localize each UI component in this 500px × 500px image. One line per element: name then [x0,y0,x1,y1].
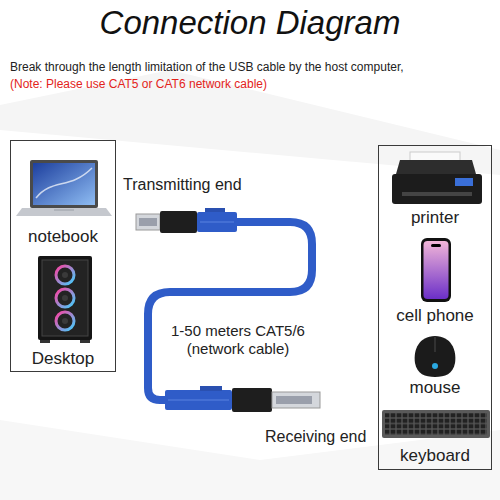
network-cable [148,222,312,400]
rj45-latch [200,386,222,391]
plug-highlight [200,222,234,223]
keyboard-keys [385,413,487,435]
device-name: Desktop [11,349,115,369]
usb-plug-inner [139,218,157,226]
device-name: mouse [379,378,491,398]
device-item: keyboard [379,402,491,468]
tower-case [38,256,92,340]
mouse-logo [432,363,438,369]
peripheral-panel: printer cell phone mouse keyboard [378,145,492,470]
rgb-fan [56,266,74,284]
rgb-fan [56,289,74,307]
laptop-touchpad [54,210,74,211]
printer-slot [402,192,472,196]
printer-display [455,178,473,186]
device-item: Desktop [11,251,115,371]
phone-body [421,238,451,302]
fan-hub [62,318,68,324]
printer-lid [396,160,476,174]
device-name: printer [379,208,491,228]
tower-glass [42,260,88,336]
device-name: cell phone [379,306,491,326]
phone-island [431,244,441,247]
device-name: keyboard [379,446,491,466]
laptop-base [16,208,112,216]
adapter-node: Receiving end [165,386,321,414]
usb-plug [136,214,160,230]
rj45-coupler [160,211,197,233]
background-shade [0,70,500,175]
cable-label: 1-50 meters CAT5/6 (network cable) [158,322,318,358]
keyboard-frame [382,410,490,438]
plug-highlight [168,400,229,401]
wallpaper-swirl [36,168,92,198]
printer-body [392,174,482,204]
phone-screen [424,241,449,299]
fan-hub [62,295,68,301]
device-item: cell phone [379,232,491,328]
rgb-fan [56,312,74,330]
end-label: Transmitting end [123,176,242,194]
adapter-node: Transmitting end [135,208,237,236]
usb-plug-inner [276,396,312,404]
usb-plug [272,392,320,408]
fan-hub [62,272,68,278]
rj45-plug [197,212,237,232]
diagram-title: Connection Diagram [0,4,500,42]
device-item: notebook [11,145,115,249]
end-label: Receiving end [265,428,366,446]
note-text: (Note: Please use CAT5 or CAT6 network c… [10,77,498,91]
tower-foot [40,340,50,343]
laptop-screen [33,163,95,205]
tower-foot [80,340,90,343]
laptop-screen-frame [30,160,98,208]
device-item: printer [379,148,491,230]
host-panel: notebookDesktop [10,140,116,372]
subtitle-text: Break through the length limitation of t… [10,60,498,74]
device-item: mouse [379,330,491,400]
rj45-coupler [232,388,272,412]
rj45-plug [165,390,232,410]
device-name: notebook [11,227,115,247]
mouse-body [415,336,456,377]
mouse-button-split [435,337,436,352]
